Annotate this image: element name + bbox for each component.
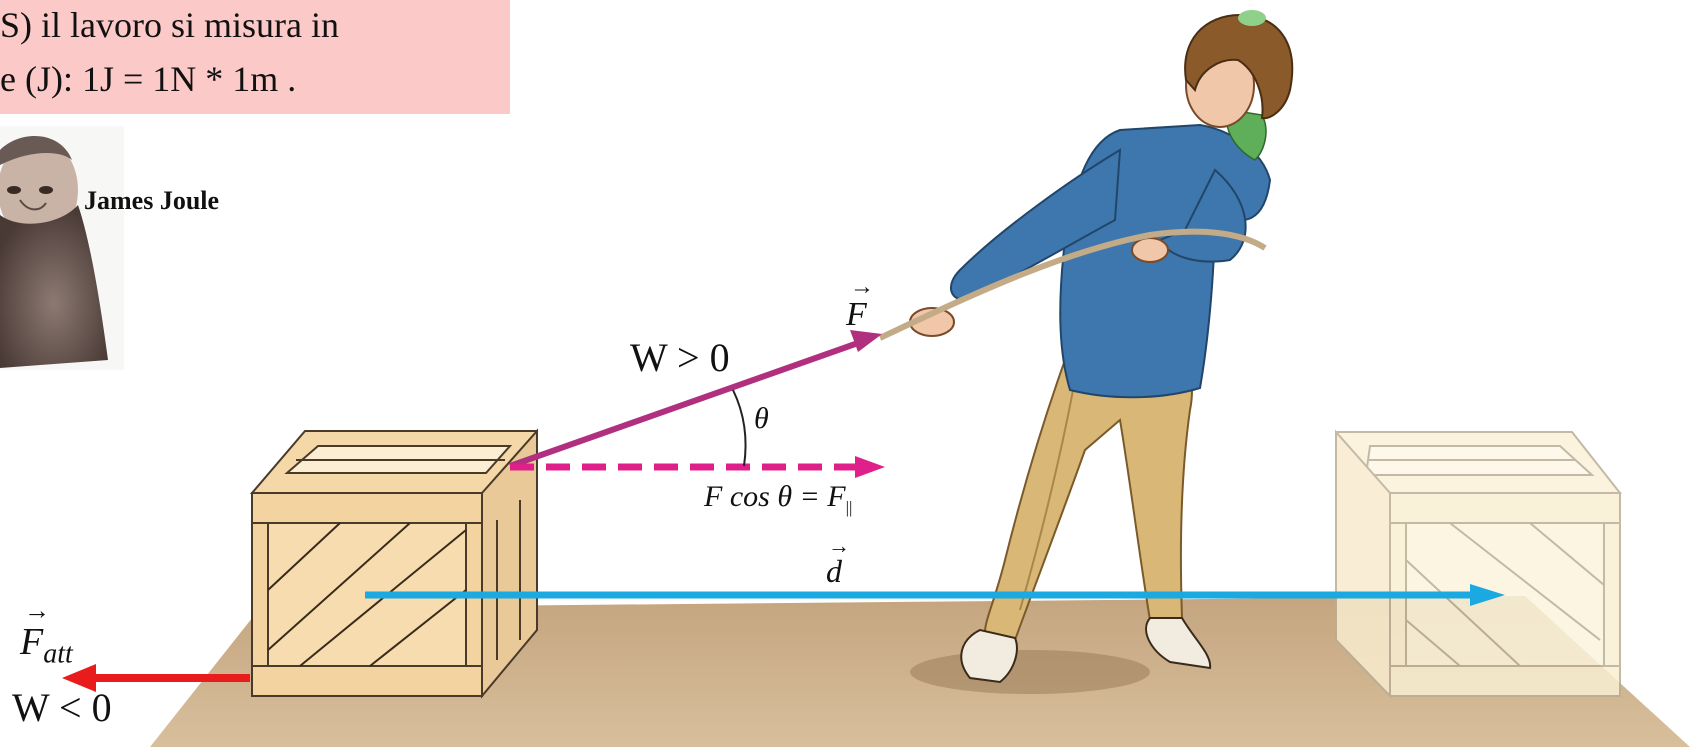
woman-pulling-rope [878,10,1294,684]
force-vector-head [850,330,882,352]
crate [249,428,538,699]
angle-arc [732,389,747,467]
james-joule-portrait [0,126,124,370]
work-negative-label: W < 0 [12,685,112,730]
portrait-caption: James Joule [84,186,220,215]
parallel-component-expression: F cos θ = F [704,480,846,513]
displacement-symbol: d [826,553,842,589]
work-positive-label: W > 0 [630,335,730,380]
ghost-crate [1335,429,1623,699]
friction-vector-head [62,664,96,692]
parallel-component-head [855,456,885,478]
parallel-subscript: || [845,498,853,517]
displacement-label: → d [826,533,850,589]
parallel-component-label: F cos θ = F|| [704,480,852,518]
si-note-line-1: S) il lavoro si misura in [0,5,339,45]
si-note-line-2: e (J): 1J = 1N * 1m . [0,59,297,99]
force-vector [509,340,859,469]
friction-label: → Fatt [20,596,73,670]
friction-symbol: F [20,621,44,663]
si-unit-note: S) il lavoro si misura in e (J): 1J = 1N… [0,0,510,114]
angle-label: θ [754,402,769,435]
displacement-vector-head [1470,584,1505,606]
force-label: → F [846,274,874,333]
friction-subscript: att [43,638,73,670]
woman-shadow [910,650,1150,694]
force-symbol: F [846,296,867,333]
